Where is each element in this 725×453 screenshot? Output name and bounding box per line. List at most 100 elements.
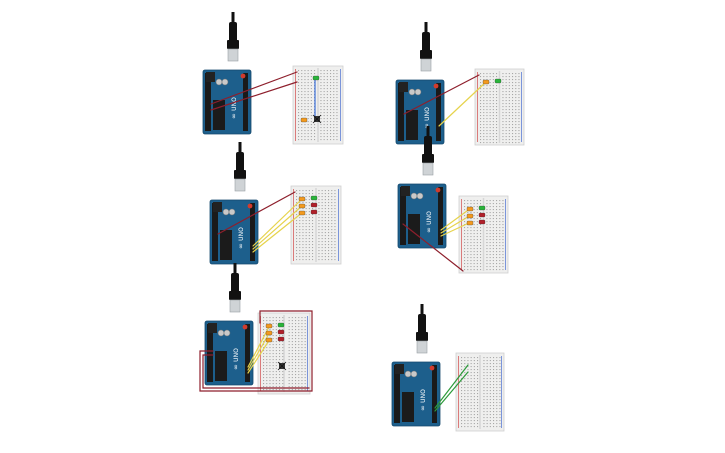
led[interactable]	[466, 220, 474, 226]
led[interactable]	[466, 213, 474, 219]
breadboard-hole	[296, 232, 298, 234]
led[interactable]	[277, 329, 285, 335]
led[interactable]	[310, 202, 318, 208]
breadboard-hole	[301, 347, 303, 349]
breadboard-hole	[486, 251, 488, 253]
breadboard-hole	[328, 193, 330, 195]
led[interactable]	[300, 117, 308, 123]
breadboard-hole	[489, 73, 491, 75]
breadboard-hole	[310, 118, 312, 120]
led[interactable]	[277, 336, 285, 342]
breadboard-hole	[508, 88, 510, 90]
reset-button[interactable]	[240, 73, 246, 79]
reset-button[interactable]	[242, 324, 248, 330]
circuit-card[interactable]: UNO∞	[209, 142, 342, 265]
breadboard-hole	[263, 359, 265, 361]
breadboard-hole	[301, 112, 303, 114]
circuit-card[interactable]: UNO∞	[202, 12, 344, 145]
breadboard-hole	[461, 393, 463, 395]
breadboard-hole	[483, 372, 485, 374]
breadboard-hole	[321, 226, 323, 228]
circuit-card[interactable]: UNO∞	[199, 263, 313, 395]
breadboard-hole	[279, 371, 281, 373]
usb-cable	[418, 314, 426, 334]
led[interactable]	[310, 195, 318, 201]
led[interactable]	[265, 330, 273, 336]
breadboard-hole	[333, 127, 335, 129]
wire	[440, 221, 472, 237]
breadboard-hole	[308, 232, 310, 234]
led[interactable]	[298, 210, 306, 216]
breadboard-hole	[499, 360, 501, 362]
breadboard-hole	[334, 250, 336, 252]
circuit-card[interactable]: UNO∞	[395, 22, 525, 146]
led[interactable]	[478, 212, 486, 218]
breadboard-hole	[483, 94, 485, 96]
usb-plug	[422, 154, 434, 163]
breadboard-hole	[492, 227, 494, 229]
circuit-card[interactable]: UNO∞	[397, 126, 509, 274]
breadboard-hole	[492, 97, 494, 99]
breadboard-hole	[499, 384, 501, 386]
led[interactable]	[478, 219, 486, 225]
breadboard-hole	[324, 205, 326, 207]
breadboard-hole	[496, 257, 498, 259]
led[interactable]	[298, 196, 306, 202]
breadboard-hole	[263, 371, 265, 373]
breadboard-hole	[493, 402, 495, 404]
led[interactable]	[478, 205, 486, 211]
led[interactable]	[482, 79, 490, 85]
breadboard-hole	[476, 215, 478, 217]
reset-button[interactable]	[247, 203, 253, 209]
breadboard-hole	[272, 353, 274, 355]
breadboard-hole	[486, 121, 488, 123]
breadboard-hole	[464, 254, 466, 256]
breadboard-hole	[483, 91, 485, 93]
reset-button[interactable]	[433, 83, 439, 89]
breadboard-hole	[296, 193, 298, 195]
breadboard-hole	[464, 230, 466, 232]
led[interactable]	[277, 322, 285, 328]
breadboard-hole	[298, 320, 300, 322]
breadboard-hole	[496, 124, 498, 126]
breadboard-hole	[480, 224, 482, 226]
led[interactable]	[312, 75, 320, 81]
breadboard-hole	[473, 245, 475, 247]
breadboard-hole	[295, 329, 297, 331]
led[interactable]	[310, 209, 318, 215]
breadboard-hole	[275, 380, 277, 382]
breadboard-hole	[282, 380, 284, 382]
breadboard-hole	[486, 133, 488, 135]
breadboard-hole	[486, 399, 488, 401]
breadboard-hole	[499, 423, 501, 425]
breadboard-hole	[282, 347, 284, 349]
breadboard-hole	[321, 259, 323, 261]
led[interactable]	[265, 337, 273, 343]
breadboard-hole	[299, 235, 301, 237]
breadboard-hole	[461, 390, 463, 392]
breadboard-hole	[502, 254, 504, 256]
breadboard-hole	[489, 266, 491, 268]
circuit-card[interactable]: UNO∞	[391, 304, 505, 432]
breadboard-hole	[496, 94, 498, 96]
breadboard-hole	[502, 94, 504, 96]
breadboard-hole	[461, 378, 463, 380]
breadboard-hole	[486, 115, 488, 117]
reset-button[interactable]	[429, 365, 435, 371]
breadboard-hole	[263, 353, 265, 355]
reset-button[interactable]	[435, 187, 441, 193]
breadboard-hole	[508, 85, 510, 87]
breadboard-hole	[493, 390, 495, 392]
breadboard-hole	[467, 360, 469, 362]
breadboard-hole	[505, 91, 507, 93]
breadboard-hole	[279, 350, 281, 352]
breadboard-hole	[461, 426, 463, 428]
led[interactable]	[265, 323, 273, 329]
breadboard-hole	[298, 127, 300, 129]
led[interactable]	[298, 203, 306, 209]
led[interactable]	[466, 206, 474, 212]
led[interactable]	[494, 78, 502, 84]
breadboard-hole	[489, 360, 491, 362]
breadboard-hole	[502, 230, 504, 232]
breadboard-hole	[288, 335, 290, 337]
